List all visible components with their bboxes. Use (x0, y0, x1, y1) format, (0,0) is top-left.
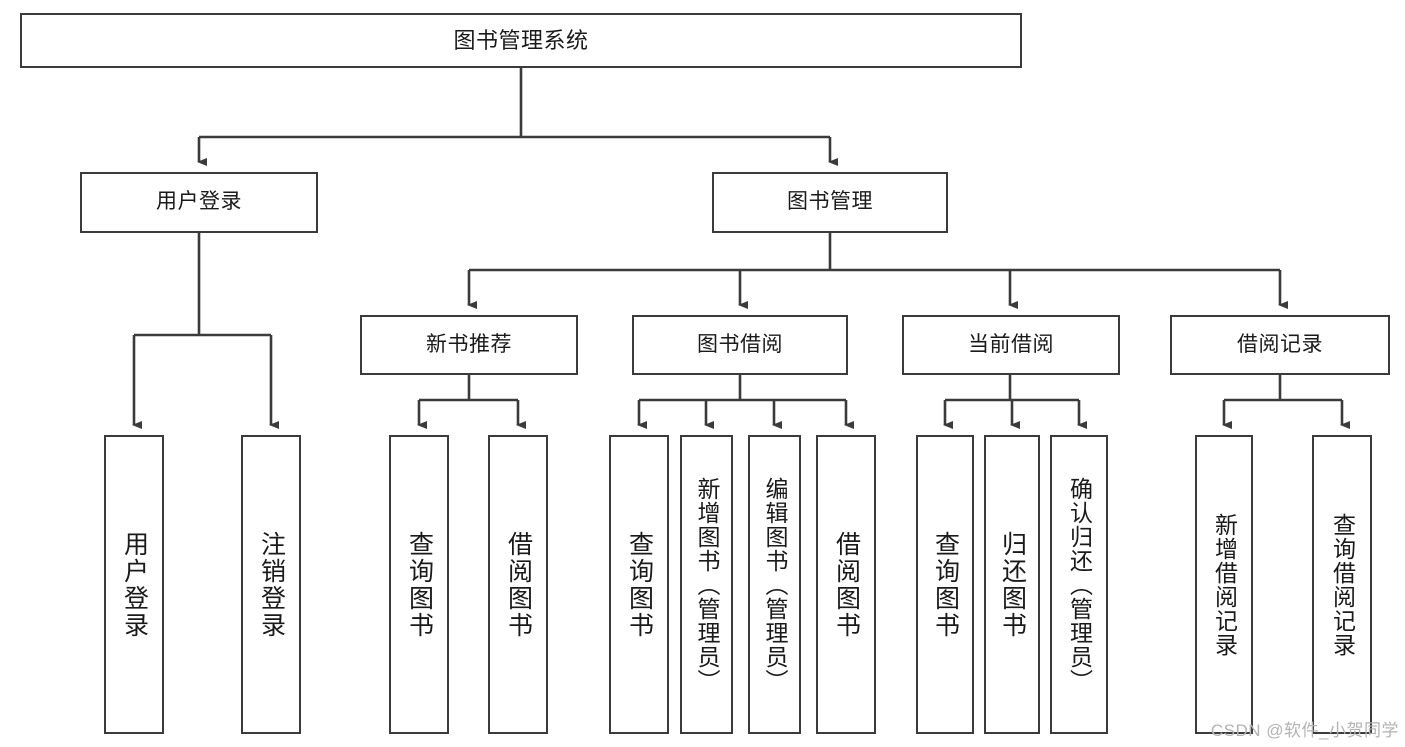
node-root-system[interactable]: 图书管理系统 (20, 13, 1022, 68)
node-leaf-query-book-current[interactable]: 查询图书 (916, 435, 974, 734)
node-label: 用户登录 (156, 190, 242, 214)
node-leaf-add-borrow-record[interactable]: 新增借阅记录 (1195, 435, 1253, 734)
node-leaf-borrow-book-recommend[interactable]: 借阅图书 (488, 435, 548, 734)
node-label: 用户登录 (120, 530, 149, 639)
node-label: 归还图书 (998, 530, 1027, 639)
node-leaf-query-borrow-record[interactable]: 查询借阅记录 (1312, 435, 1372, 734)
node-label: 查询图书 (625, 530, 654, 639)
node-user-login[interactable]: 用户登录 (80, 172, 318, 233)
node-label: 新增借阅记录 (1211, 512, 1238, 657)
node-new-book-recommend[interactable]: 新书推荐 (360, 315, 578, 375)
node-leaf-return-book[interactable]: 归还图书 (984, 435, 1040, 734)
node-label: 图书管理 (787, 190, 873, 214)
node-leaf-user-login[interactable]: 用户登录 (104, 435, 164, 734)
node-leaf-edit-book-admin[interactable]: 编辑图书（管理员） (748, 435, 801, 734)
node-label: 图书管理系统 (453, 27, 589, 53)
node-leaf-logout[interactable]: 注销登录 (241, 435, 301, 734)
node-label: 编辑图书（管理员） (762, 476, 788, 693)
watermark-text: CSDN @软件_小贺同学 (1210, 721, 1399, 740)
node-leaf-add-book-admin[interactable]: 新增图书（管理员） (680, 435, 733, 734)
node-current-borrow[interactable]: 当前借阅 (902, 315, 1120, 375)
node-label: 查询借阅记录 (1329, 512, 1356, 657)
node-label: 查询图书 (931, 530, 960, 639)
node-label: 新书推荐 (426, 332, 512, 356)
node-leaf-borrow-book[interactable]: 借阅图书 (816, 435, 876, 734)
node-leaf-query-book-recommend[interactable]: 查询图书 (389, 435, 449, 734)
node-label: 图书借阅 (697, 332, 783, 356)
node-borrow-record[interactable]: 借阅记录 (1170, 315, 1390, 375)
node-label: 查询图书 (405, 530, 434, 639)
node-label: 新增图书（管理员） (694, 476, 720, 693)
node-label: 借阅图书 (832, 530, 861, 639)
node-label: 当前借阅 (968, 332, 1054, 356)
node-label: 借阅记录 (1237, 332, 1323, 356)
node-label: 确认归还（管理员） (1066, 476, 1093, 693)
node-leaf-confirm-return-admin[interactable]: 确认归还（管理员） (1050, 435, 1108, 734)
node-book-management[interactable]: 图书管理 (712, 172, 948, 233)
node-label: 注销登录 (257, 530, 286, 639)
node-leaf-query-book-borrow[interactable]: 查询图书 (609, 435, 669, 734)
node-label: 借阅图书 (504, 530, 533, 639)
node-book-borrow[interactable]: 图书借阅 (632, 315, 848, 375)
